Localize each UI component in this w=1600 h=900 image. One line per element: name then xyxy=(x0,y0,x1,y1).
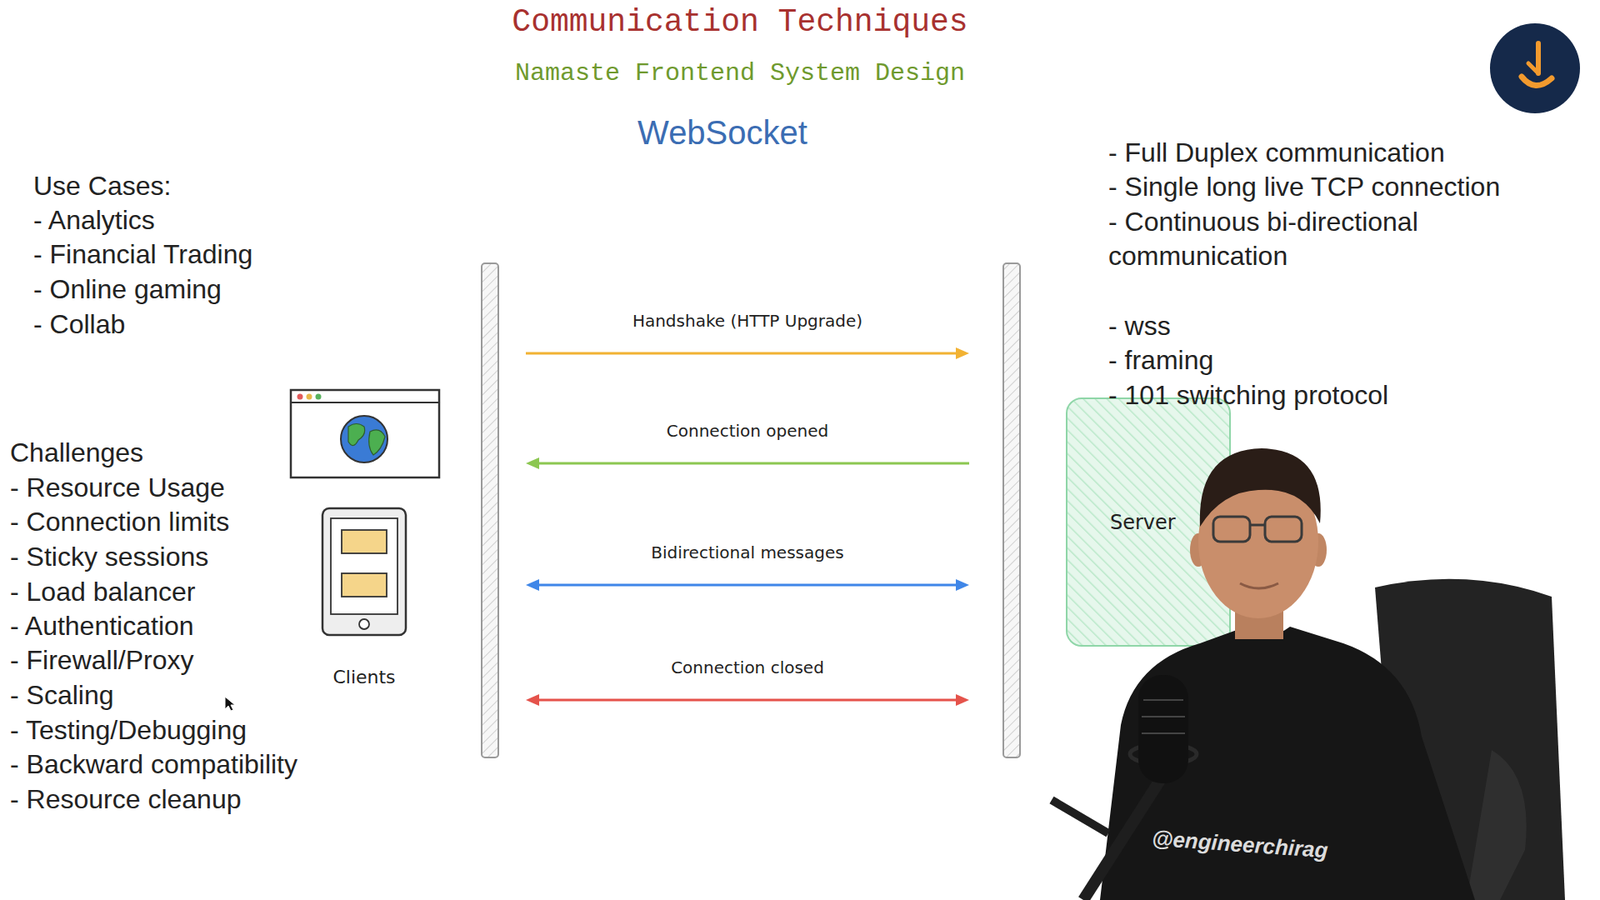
message-arrow xyxy=(525,579,970,591)
mouse-cursor xyxy=(225,696,235,711)
brand-logo xyxy=(1490,23,1580,114)
node-label: Clients xyxy=(332,665,395,690)
arrowhead xyxy=(955,347,970,360)
arrow-line xyxy=(537,462,970,465)
brand-logo xyxy=(1528,63,1539,74)
list-item: - Testing/Debugging xyxy=(10,713,247,748)
list-item: - Online gaming xyxy=(33,272,222,307)
node-label: Server xyxy=(1110,510,1176,536)
phone-icon xyxy=(322,508,406,635)
mouse-cursor xyxy=(225,696,235,711)
list-item: - Collab xyxy=(33,307,125,342)
message-arrow xyxy=(525,457,970,470)
list-heading: Challenges xyxy=(10,435,144,470)
list-item: - Analytics xyxy=(33,203,155,238)
phone-icon xyxy=(322,508,406,635)
arrowhead xyxy=(525,457,540,470)
presenter-figure xyxy=(1100,448,1475,900)
arrow-label: Bidirectional messages xyxy=(647,541,847,564)
message-arrow xyxy=(525,694,970,706)
microphone xyxy=(1141,732,1185,735)
arrow-line xyxy=(537,584,958,587)
slide-title: Communication Techniques xyxy=(511,4,968,41)
lifeline xyxy=(1003,263,1020,758)
lifeline xyxy=(481,263,499,758)
feature-item: - Continuous bi-directional communicatio… xyxy=(1108,205,1575,274)
shirt-print: @engineerchirag xyxy=(1150,825,1329,864)
presenter-figure xyxy=(1213,516,1250,542)
browser-icon xyxy=(340,415,388,463)
arrowhead xyxy=(955,579,970,591)
brand-logo xyxy=(1521,76,1552,86)
browser-icon xyxy=(297,394,304,400)
presenter-figure xyxy=(1250,524,1265,527)
list-item: - Load balancer xyxy=(10,575,195,610)
browser-icon xyxy=(290,390,440,478)
browser-icon xyxy=(290,401,440,404)
list-item: - Authentication xyxy=(10,609,195,644)
list-item: - Scaling xyxy=(10,678,115,713)
feature-item: - framing xyxy=(1108,343,1214,378)
arrowhead xyxy=(525,694,540,706)
client-group: Clients xyxy=(283,333,526,709)
list-item: - Connection limits xyxy=(10,505,230,540)
presenter-figure xyxy=(1100,626,1475,900)
feature-item: - Single long live TCP connection xyxy=(1108,170,1500,205)
feature-item: - Full Duplex communication xyxy=(1108,135,1445,170)
section-heading: WebSocket xyxy=(637,113,808,152)
phone-icon xyxy=(341,530,387,554)
feature-item: - wss xyxy=(1108,309,1171,344)
browser-icon xyxy=(348,424,365,446)
microphone xyxy=(1143,699,1184,701)
browser-icon xyxy=(315,394,322,400)
browser-icon xyxy=(290,390,440,478)
arrowhead xyxy=(525,579,540,591)
phone-icon xyxy=(341,573,387,597)
phone-icon xyxy=(330,518,398,615)
microphone xyxy=(1138,675,1189,784)
presenter-figure xyxy=(1200,448,1321,527)
microphone xyxy=(1051,800,1109,834)
list-item: - Financial Trading xyxy=(33,237,253,272)
phone-icon xyxy=(359,619,370,630)
presenter-figure xyxy=(1265,516,1302,542)
arrow-label: Connection closed xyxy=(667,656,828,679)
feature-item: - 101 switching protocol xyxy=(1108,378,1389,413)
arrow-line xyxy=(525,352,958,355)
message-arrow xyxy=(525,347,970,360)
lifeline xyxy=(481,263,1020,758)
presenter-figure xyxy=(1240,583,1279,589)
browser-icon xyxy=(306,394,313,400)
server-group: Server xyxy=(969,333,1236,709)
browser-icon xyxy=(369,430,385,455)
arrow-label: Connection opened xyxy=(663,420,832,442)
list-item: - Resource cleanup xyxy=(10,782,241,817)
microphone xyxy=(1051,675,1197,900)
brand-logo xyxy=(1490,23,1580,114)
arrow-line xyxy=(537,699,958,702)
list-item: - Resource Usage xyxy=(10,470,225,505)
arrowhead xyxy=(955,694,970,706)
list-heading: Use Cases: xyxy=(33,169,171,204)
microphone xyxy=(1141,715,1185,718)
slide-subtitle: Namaste Frontend System Design xyxy=(515,58,965,89)
list-item: - Backward compatibility xyxy=(10,747,298,782)
list-item: - Firewall/Proxy xyxy=(10,643,194,678)
arrow-label: Handshake (HTTP Upgrade) xyxy=(629,310,866,332)
list-item: - Sticky sessions xyxy=(10,540,209,575)
presenter-chair xyxy=(1466,750,1527,900)
